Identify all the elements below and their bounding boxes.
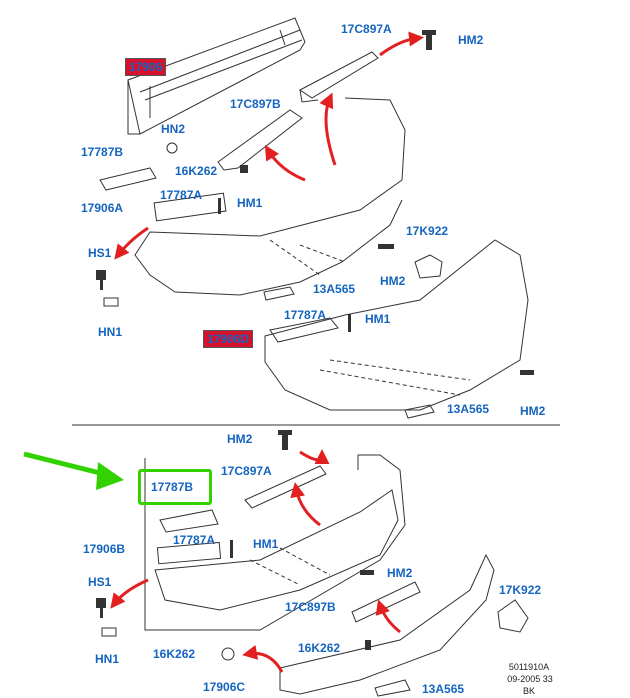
label-17906c: 17906C [203,680,246,694]
bracket-17787b-lower [159,509,219,533]
label-16k262: 16K262 [175,164,218,178]
bracket-17c897a-lower [244,465,327,509]
arrows-upper [114,31,424,260]
label-17787a-2: 17787A [284,308,327,322]
label-17787b: 17787B [81,145,124,159]
label-hs1: HS1 [88,246,112,260]
bumper-17906a [134,97,406,296]
label-16k262-lower-b: 16K262 [298,641,341,655]
label-17c897b: 17C897B [230,97,281,111]
arrows-lower [110,449,401,673]
beam-outline [127,17,306,135]
bumper-17906d [264,239,529,411]
footer-ref: 5011910A [508,662,550,672]
label-13a565-lower: 13A565 [422,682,465,696]
label-17787b-lower: 17787B [151,480,194,494]
label-hn2: HN2 [161,122,186,136]
fasteners-upper [96,30,534,375]
trim-13a565-lower2 [374,679,411,697]
label-16k262-lower-a: 16K262 [153,647,196,661]
label-hn1: HN1 [98,325,123,339]
label-13a565: 13A565 [313,282,356,296]
trim-13a565-lower [404,404,435,419]
bumper-17906c [279,553,495,695]
bumper-17906b [144,454,406,631]
footer-code: BK [522,686,535,696]
trim-13a565-upper [263,286,295,301]
green-pointer-arrow [23,451,124,490]
green-highlight-box: 17787B [138,469,212,505]
label-17906d-highlight: 17906D [203,330,254,348]
label-13a565-2: 13A565 [447,402,490,416]
label-17k922: 17K922 [406,224,449,238]
label-hm1-2: HM1 [365,312,391,326]
label-hm2-top: HM2 [458,33,484,47]
label-hm2-lower-top: HM2 [227,432,253,446]
label-hs1-lower: HS1 [88,575,112,589]
label-hm1: HM1 [237,196,263,210]
label-17787a: 17787A [160,188,203,202]
bracket-17c897b [217,109,303,171]
reinforcement-beam-group [127,17,306,135]
label-17c897b-lower: 17C897B [285,600,336,614]
bracket-17c897a [299,51,379,103]
label-hm1-lower: HM1 [253,537,279,551]
fasteners-lower [96,430,374,661]
label-17906a: 17906A [81,201,124,215]
label-17787a-lower: 17787A [173,533,216,547]
label-17c897a-lower: 17C897A [221,464,272,478]
footer-date: 09-2005 33 [507,674,553,684]
label-17906b: 17906B [83,542,126,556]
label-hm2-lower-mid: HM2 [387,566,413,580]
part-17k922 [414,254,443,279]
label-hn1-lower: HN1 [95,652,120,666]
label-hm2-mid: HM2 [380,274,406,288]
part-17k922-lower [497,599,529,633]
label-17906-highlight: 17906 [125,58,167,76]
label-17k922-lower: 17K922 [499,583,542,597]
label-17c897a: 17C897A [341,22,392,36]
bracket-17787b [99,167,157,191]
label-hm2-right: HM2 [520,404,546,418]
